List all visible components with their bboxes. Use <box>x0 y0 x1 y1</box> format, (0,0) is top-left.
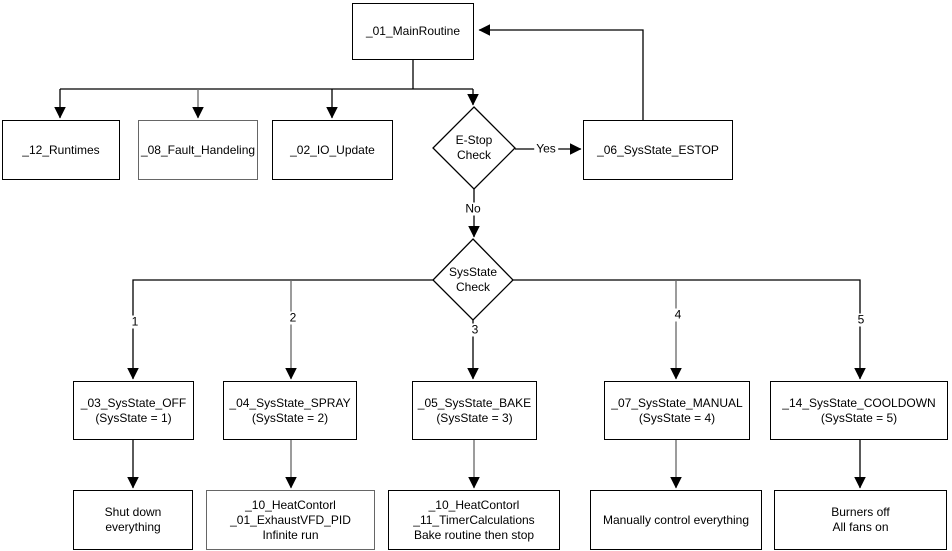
runtimes-node: _12_Runtimes <box>2 120 120 180</box>
sysstate-spray-node: _04_SysState_SPRAY (SysState = 2) <box>223 381 357 440</box>
sysstate-bake-title: _05_SysState_BAKE <box>417 395 532 410</box>
estop-check-diamond <box>432 106 516 190</box>
sysstate-spray-title: _04_SysState_SPRAY <box>229 395 351 410</box>
main-routine-node: _01_MainRoutine <box>352 3 474 60</box>
sysstate-off-node: _03_SysState_OFF (SysState = 1) <box>73 381 194 440</box>
sysstate-cooldown-subtitle: (SysState = 5) <box>820 410 898 425</box>
action-off-line2: everything <box>105 520 161 534</box>
action-spray-line1: _10_HeatContorl <box>245 497 336 512</box>
edge-label-branch-4: 4 <box>672 307 684 322</box>
io-update-label: _02_IO_Update <box>290 142 375 157</box>
action-bake-node: _10_HeatContorl _11_TimerCalculations Ba… <box>388 490 560 550</box>
fault-handling-label: _08_Fault_Handeling <box>140 142 256 157</box>
edge-estop-feedback-to-main <box>478 24 644 120</box>
sysstate-spray-subtitle: (SysState = 2) <box>251 410 329 425</box>
edge-label-branch-3: 3 <box>469 322 481 337</box>
sysstate-off-title: _03_SysState_OFF <box>80 395 187 410</box>
action-bake-line2: _11_TimerCalculations <box>413 512 535 527</box>
sysstate-manual-subtitle: (SysState = 4) <box>638 410 716 425</box>
edge-label-no: No <box>463 201 483 216</box>
sysstate-cooldown-title: _14_SysState_COOLDOWN <box>782 395 936 410</box>
edge-sysstate-branch-1 <box>127 279 433 380</box>
action-spray-line2: _01_ExhaustVFD_PID <box>230 512 351 527</box>
io-update-node: _02_IO_Update <box>272 120 393 180</box>
runtimes-label: _12_Runtimes <box>22 142 100 157</box>
edge-label-branch-5: 5 <box>855 312 867 327</box>
sysstate-bake-subtitle: (SysState = 3) <box>436 410 513 425</box>
sysstate-manual-node: _07_SysState_MANUAL (SysState = 4) <box>604 381 750 440</box>
fault-handling-node: _08_Fault_Handeling <box>138 120 258 180</box>
sysstate-manual-title: _07_SysState_MANUAL <box>611 395 743 410</box>
action-bake-line1: _10_HeatContorl <box>428 497 520 512</box>
action-cooldown-line1: Burners off <box>831 505 890 519</box>
sysstate-check-diamond <box>432 238 514 321</box>
action-cooldown-line2: All fans on <box>832 520 889 534</box>
sysstate-estop-node: _06_SysState_ESTOP <box>583 120 733 180</box>
edge-label-branch-1: 1 <box>129 314 141 329</box>
action-off-line1: Shut down <box>104 505 162 519</box>
sysstate-bake-node: _05_SysState_BAKE (SysState = 3) <box>412 381 537 440</box>
action-spray-node: _10_HeatContorl _01_ExhaustVFD_PID Infin… <box>206 490 375 550</box>
action-spray-line3: Infinite run <box>262 527 319 542</box>
sysstate-off-subtitle: (SysState = 1) <box>95 410 172 425</box>
action-cooldown-node: Burners off All fans on <box>774 490 947 550</box>
sysstate-cooldown-node: _14_SysState_COOLDOWN (SysState = 5) <box>770 381 948 440</box>
sysstate-estop-label: _06_SysState_ESTOP <box>597 142 719 157</box>
main-routine-label: _01_MainRoutine <box>365 24 461 38</box>
action-bake-line3: Bake routine then stop <box>413 527 535 542</box>
action-manual-line1: Manually control everything <box>602 512 750 527</box>
edge-label-yes: Yes <box>534 141 558 156</box>
edge-label-branch-2: 2 <box>287 310 299 325</box>
action-off-node: Shut down everything <box>73 490 193 550</box>
edge-sysstate-branch-5 <box>513 279 866 380</box>
action-manual-node: Manually control everything <box>590 490 762 550</box>
